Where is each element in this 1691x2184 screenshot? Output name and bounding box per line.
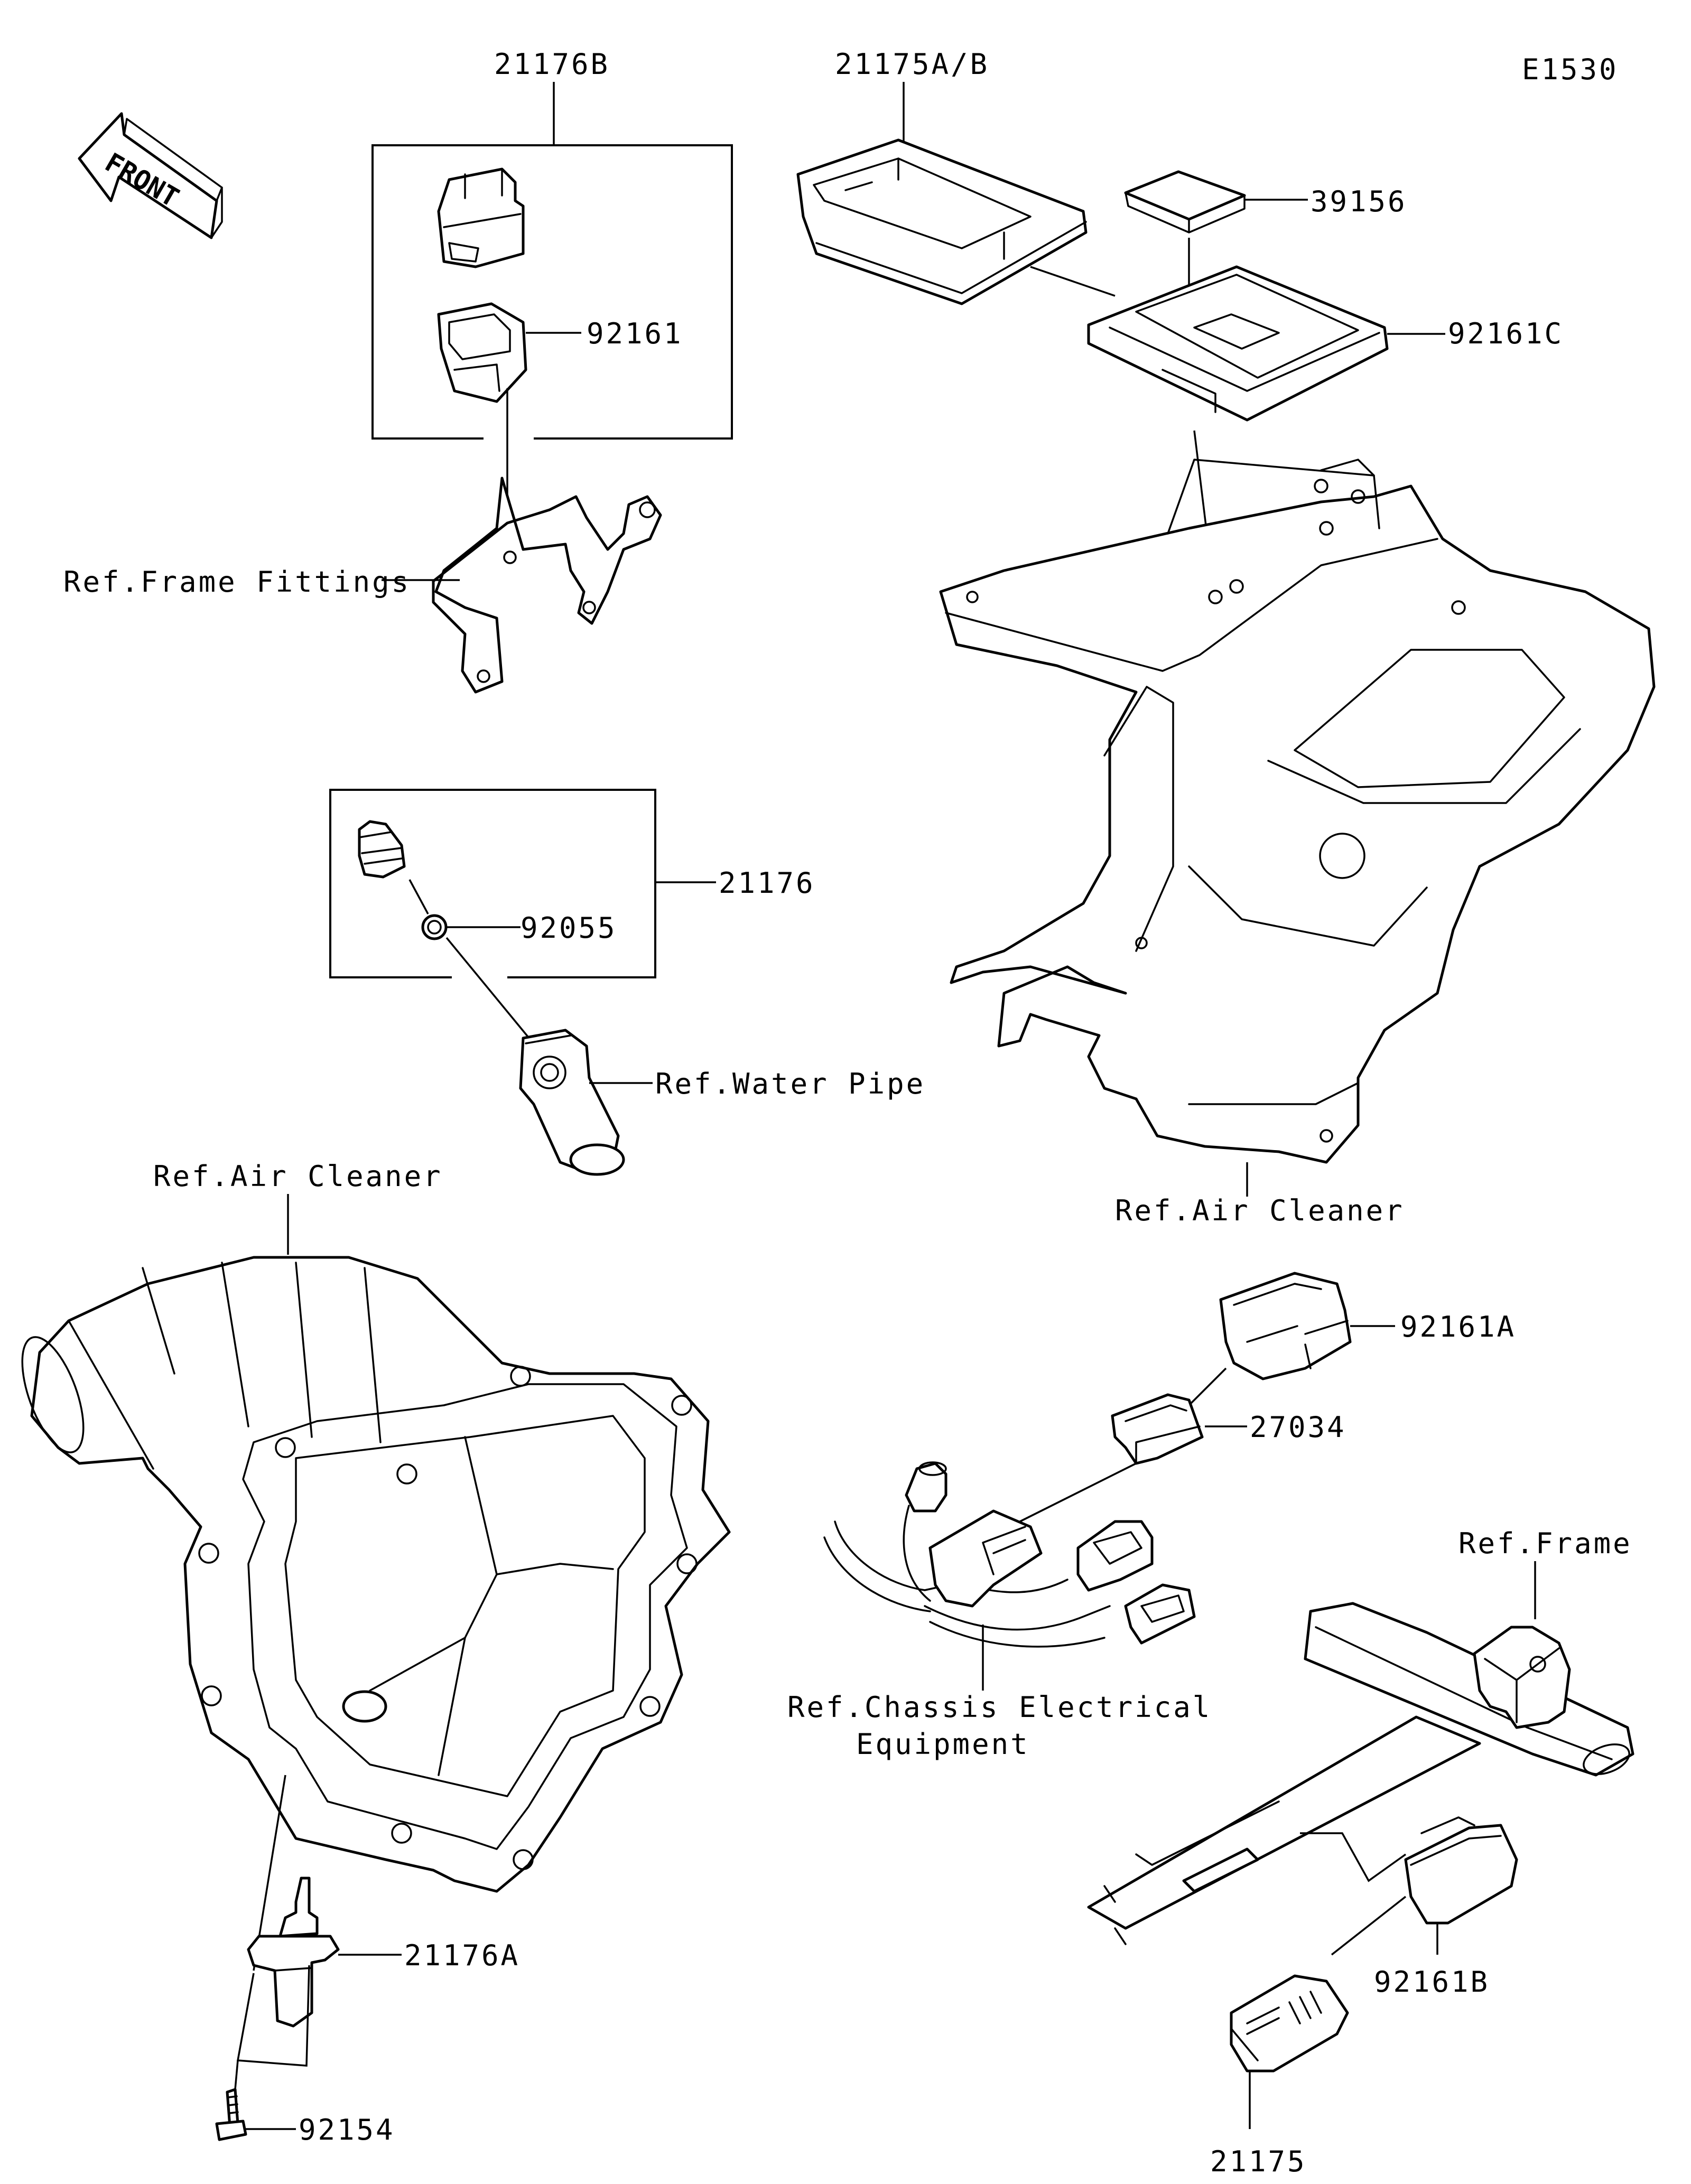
sensor-21176-part (358, 820, 406, 879)
connector-27034-part (1111, 1393, 1204, 1465)
label-21176A: 21176A (404, 1939, 520, 1972)
ecu-21175AB-part (796, 138, 1088, 305)
holder-92161C-part (1087, 265, 1389, 422)
label-ref-water-pipe: Ref.Water Pipe (655, 1067, 925, 1100)
air-cleaner-housing-left-part (21, 1256, 731, 1893)
water-pipe-fitting-part (519, 1029, 625, 1176)
label-92055: 92055 (521, 911, 617, 945)
label-21175: 21175 (1210, 2145, 1307, 2178)
pad-39156-part (1124, 170, 1246, 234)
frame-bracket-part (1473, 1626, 1571, 1729)
frame-fittings-bracket-part (432, 477, 662, 694)
label-ref-chassis-line2: Equipment (856, 1728, 1030, 1761)
diagram-code: E1530 (1522, 53, 1619, 86)
label-92161C: 92161C (1448, 317, 1564, 350)
label-ref-frame-fittings: Ref.Frame Fittings (63, 565, 411, 599)
cover-92161A-part (1219, 1272, 1352, 1380)
kit-21176: 21176 92055 (329, 789, 815, 978)
kit-21176B: 21176B 92161 (371, 48, 733, 518)
label-92161B: 92161B (1374, 1965, 1490, 1999)
frame-tube-part (1087, 1602, 1634, 1945)
label-ref-air-cleaner-left: Ref.Air Cleaner (153, 1160, 443, 1193)
label-92154: 92154 (299, 2113, 395, 2146)
label-ref-air-cleaner-right: Ref.Air Cleaner (1115, 1194, 1405, 1227)
label-39156: 39156 (1311, 185, 1407, 218)
cover-92161-part (437, 302, 527, 403)
chassis-harness-part (823, 1461, 1196, 1648)
label-ref-frame: Ref.Frame (1458, 1527, 1632, 1560)
label-92161: 92161 (587, 317, 683, 350)
front-direction-arrow-icon: FRONT (78, 112, 223, 239)
label-21175AB: 21175A/B (835, 48, 989, 81)
screw-92154-part (215, 2088, 247, 2141)
label-21176: 21176 (719, 866, 815, 900)
label-ref-chassis-line1: Ref.Chassis Electrical (787, 1691, 1212, 1724)
label-92161A: 92161A (1400, 1310, 1516, 1343)
connector-21175-part (1230, 1974, 1349, 2073)
label-21176B: 21176B (494, 48, 610, 81)
air-cleaner-housing-right-part (939, 459, 1656, 1164)
connector-21176B-part (437, 167, 525, 268)
cover-92161B-part (1404, 1816, 1518, 1925)
label-27034: 27034 (1250, 1411, 1346, 1444)
washer-92055-part (421, 914, 448, 940)
sensor-21176A-part (247, 1877, 340, 2028)
